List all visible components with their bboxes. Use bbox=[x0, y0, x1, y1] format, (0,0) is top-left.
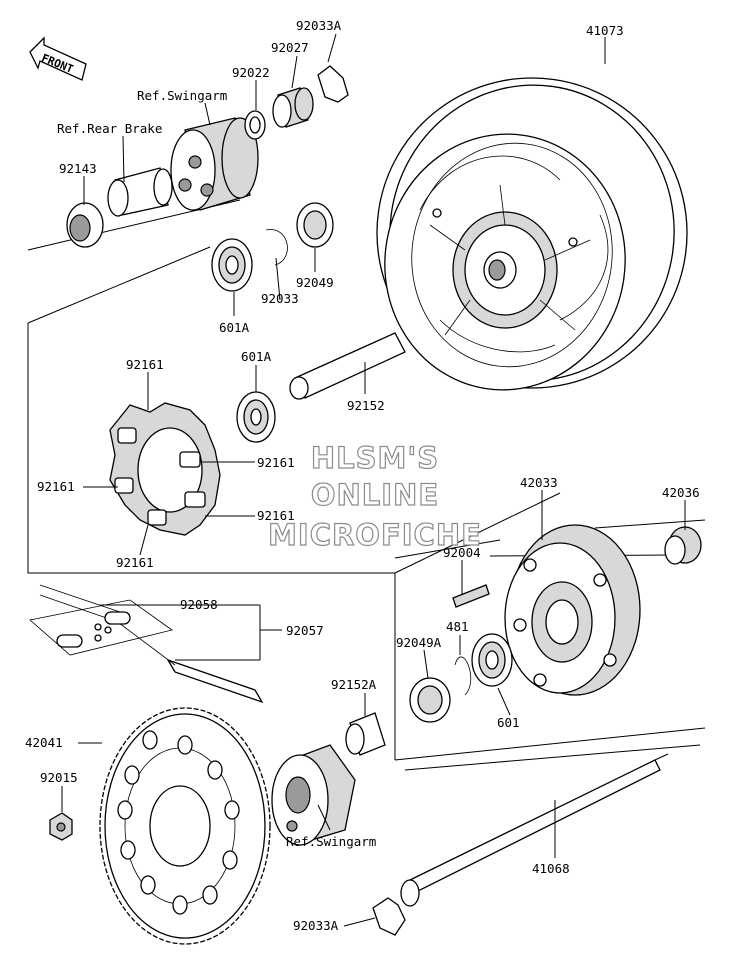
label-601: 601 bbox=[497, 715, 520, 730]
leader-lines bbox=[61, 33, 686, 927]
label-92033A-top: 92033A bbox=[296, 18, 342, 33]
rear-sprocket-42041 bbox=[99, 707, 271, 945]
callout-labels: 41073 92033A 92027 92022 Ref.Swingarm Re… bbox=[25, 18, 700, 933]
label-481: 481 bbox=[446, 619, 469, 634]
label-92027: 92027 bbox=[271, 40, 309, 55]
label-92057: 92057 bbox=[286, 623, 324, 638]
label-41068: 41068 bbox=[532, 861, 570, 876]
damper-92161 bbox=[109, 402, 221, 536]
label-42041: 42041 bbox=[25, 735, 63, 750]
watermark-line3: MICROFICHE bbox=[268, 518, 482, 552]
label-41073: 41073 bbox=[586, 23, 624, 38]
brake-hub-ref-swingarm bbox=[170, 117, 259, 211]
coupling-ref-swingarm bbox=[271, 744, 356, 846]
spacer-92152A bbox=[345, 712, 386, 756]
label-ref-swingarm-bottom: Ref.Swingarm bbox=[286, 834, 376, 849]
label-601A-left: 601A bbox=[219, 320, 250, 335]
stud-92004 bbox=[452, 584, 490, 608]
circlip-92033A-top bbox=[317, 65, 349, 103]
watermark-line2: ONLINE bbox=[311, 478, 439, 512]
label-42033: 42033 bbox=[520, 475, 558, 490]
seal-92049A bbox=[409, 677, 451, 723]
label-92022: 92022 bbox=[232, 65, 270, 80]
label-ref-rear-brake: Ref.Rear Brake bbox=[57, 121, 162, 136]
frame-lines bbox=[27, 107, 706, 771]
bearing-601 bbox=[471, 633, 513, 687]
label-92161-left: 92161 bbox=[37, 479, 75, 494]
label-92049: 92049 bbox=[296, 275, 334, 290]
label-92152A: 92152A bbox=[331, 677, 377, 692]
label-92004: 92004 bbox=[443, 545, 481, 560]
spacer-tube-92152 bbox=[289, 332, 406, 400]
circlip-92033 bbox=[265, 229, 288, 266]
chain-92057 bbox=[29, 584, 264, 704]
seal-92049 bbox=[296, 202, 334, 248]
bearing-601A-left bbox=[211, 238, 253, 292]
circlip-481 bbox=[454, 656, 472, 696]
label-92015: 92015 bbox=[40, 770, 78, 785]
circlip-92033A-bottom bbox=[372, 897, 406, 936]
label-92161-right2: 92161 bbox=[257, 508, 295, 523]
label-92058: 92058 bbox=[180, 597, 218, 612]
rear-wheel bbox=[376, 77, 688, 391]
watermark: HLSM'S ONLINE MICROFICHE bbox=[267, 440, 482, 552]
label-92161-top: 92161 bbox=[126, 357, 164, 372]
label-92049A: 92049A bbox=[396, 635, 442, 650]
collar-ref-rear-brake bbox=[107, 167, 173, 217]
bearing-601A-mid bbox=[236, 391, 276, 443]
spacer-92143 bbox=[66, 202, 104, 248]
label-92033A-bottom: 92033A bbox=[293, 918, 339, 933]
label-92152: 92152 bbox=[347, 398, 385, 413]
label-92161-bottom: 92161 bbox=[116, 555, 154, 570]
label-92161-right1: 92161 bbox=[257, 455, 295, 470]
front-arrow: FRONT bbox=[29, 36, 87, 81]
collar-92022 bbox=[244, 110, 266, 140]
sprocket-hub-42033 bbox=[504, 524, 641, 696]
label-601A-mid: 601A bbox=[241, 349, 272, 364]
nut-92015 bbox=[49, 812, 73, 841]
collar-42036 bbox=[664, 526, 702, 565]
label-92143: 92143 bbox=[59, 161, 97, 176]
spacer-92027 bbox=[272, 87, 314, 128]
axle-41068 bbox=[400, 753, 669, 907]
watermark-line1: HLSM'S bbox=[311, 441, 439, 475]
label-ref-swingarm-top: Ref.Swingarm bbox=[137, 88, 227, 103]
label-92033: 92033 bbox=[261, 291, 299, 306]
label-42036: 42036 bbox=[662, 485, 700, 500]
